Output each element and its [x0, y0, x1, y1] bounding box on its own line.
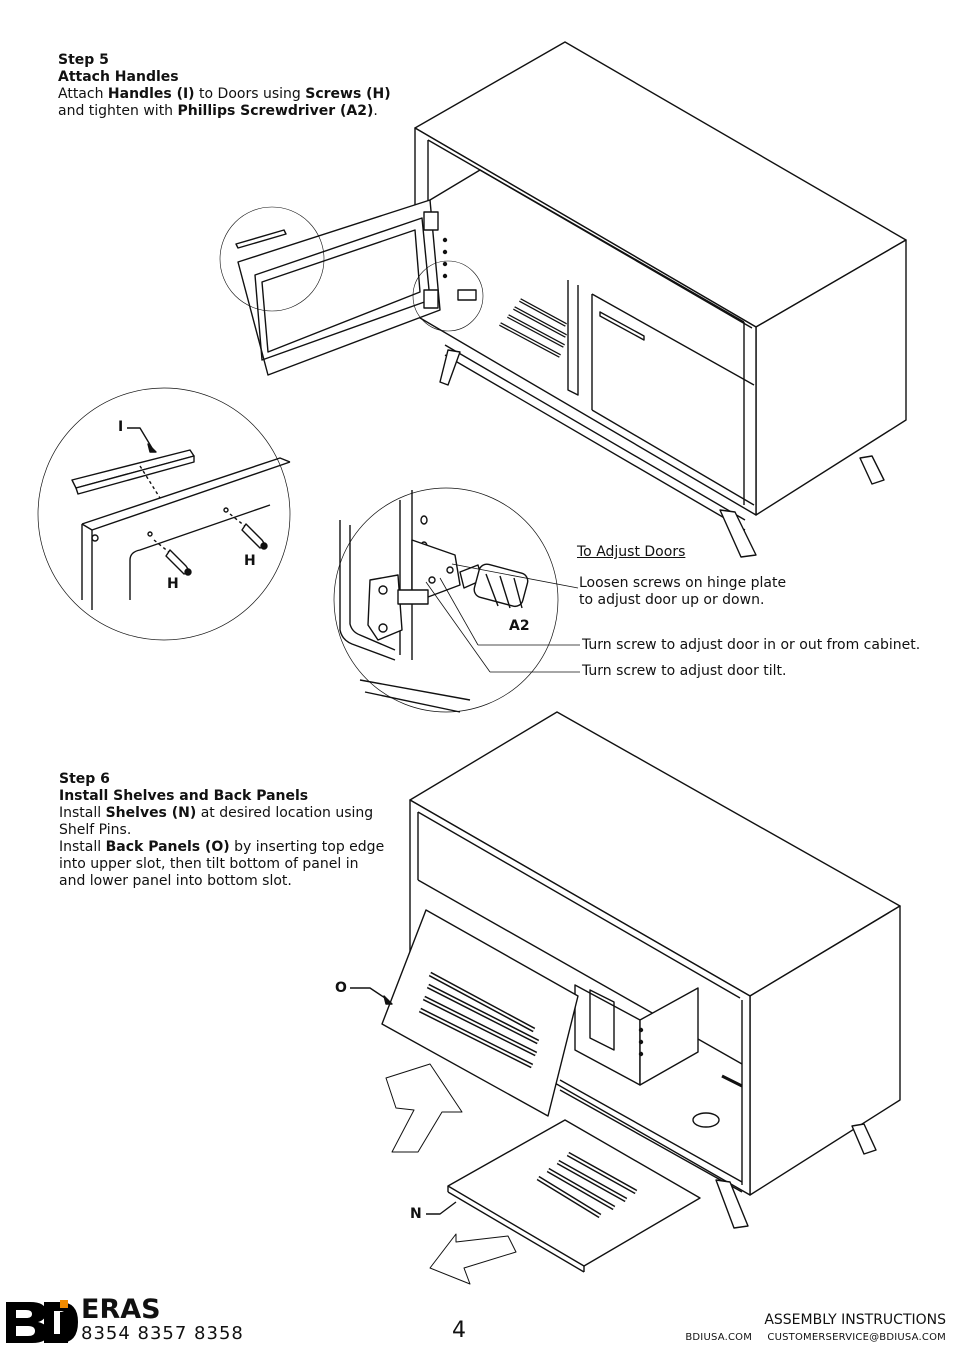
product-name: ERAS: [81, 1294, 161, 1325]
handle-detail-circle: [37, 387, 291, 641]
label-screwdriver-a2: A2: [509, 618, 530, 634]
contact-line: BDIUSA.COM CUSTOMERSERVICE@BDIUSA.COM: [685, 1332, 946, 1343]
step5-instructions: Step 5 Attach Handles Attach Handles (I)…: [58, 52, 398, 120]
step5-line1: Attach Handles (I) to Doors using Screws…: [58, 86, 391, 102]
email-link[interactable]: CUSTOMERSERVICE@BDIUSA.COM: [767, 1332, 946, 1343]
step6-line2: Shelf Pins.: [59, 822, 132, 838]
bdi-logo-icon: [6, 1300, 78, 1343]
step5-line2: and tighten with Phillips Screwdriver (A…: [58, 103, 378, 119]
assembly-instructions-label: ASSEMBLY INSTRUCTIONS: [764, 1312, 946, 1328]
model-numbers: 8354 8357 8358: [81, 1323, 244, 1344]
website-link[interactable]: BDIUSA.COM: [685, 1332, 753, 1343]
step6-line3: Install Back Panels (O) by inserting top…: [59, 839, 385, 855]
label-handle-i: I: [118, 419, 124, 435]
step6-instructions: Step 6 Install Shelves and Back Panels I…: [59, 771, 389, 890]
loosen-screws-note-2: to adjust door up or down.: [579, 592, 765, 608]
step6-line1: Install Shelves (N) at desired location …: [59, 805, 374, 821]
tilt-note: Turn screw to adjust door tilt.: [582, 663, 787, 679]
loosen-screws-note: Loosen screws on hinge plate: [579, 575, 787, 591]
cabinet-step5: [219, 41, 907, 558]
in-out-note: Turn screw to adjust door in or out from…: [582, 637, 921, 653]
label-shelf-n: N: [410, 1206, 422, 1222]
cabinet-step6: [350, 711, 901, 1285]
label-screw-h-1: H: [167, 576, 179, 592]
hinge-detail-circle: [333, 487, 580, 713]
page-number: 4: [452, 1318, 466, 1343]
label-back-panel-o: O: [335, 980, 347, 996]
step5-title: Attach Handles: [58, 69, 179, 85]
label-screw-h-2: H: [244, 553, 256, 569]
step6-line4: into upper slot, then tilt bottom of pan…: [59, 856, 359, 872]
step5-heading: Step 5: [58, 52, 109, 68]
adjust-doors-title: To Adjust Doors: [577, 544, 686, 560]
step6-line5: and lower panel into bottom slot.: [59, 873, 292, 889]
step6-title: Install Shelves and Back Panels: [59, 788, 309, 804]
step6-heading: Step 6: [59, 771, 110, 787]
